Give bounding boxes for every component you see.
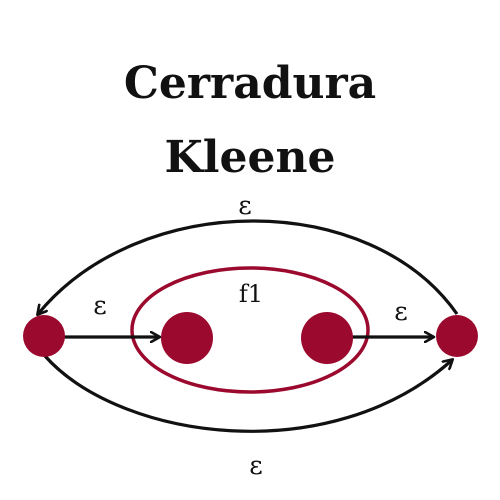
- state-inner-start: [161, 312, 213, 364]
- epsilon-label-right: ε: [394, 297, 408, 327]
- epsilon-label-top: ε: [238, 191, 252, 221]
- sub-automaton-label-f1: f1: [238, 280, 264, 308]
- state-final: [436, 315, 478, 357]
- edge-top-loop: [38, 219, 459, 314]
- sub-automaton-ellipse: [130, 266, 370, 394]
- epsilon-label-left: ε: [93, 291, 107, 321]
- state-inner-end: [301, 312, 353, 364]
- epsilon-label-bottom: ε: [249, 451, 263, 481]
- title-line-2: Kleene: [164, 132, 336, 183]
- state-start: [23, 315, 65, 357]
- edge-bottom-bypass: [43, 354, 452, 433]
- title-line-1: Cerradura: [123, 58, 377, 109]
